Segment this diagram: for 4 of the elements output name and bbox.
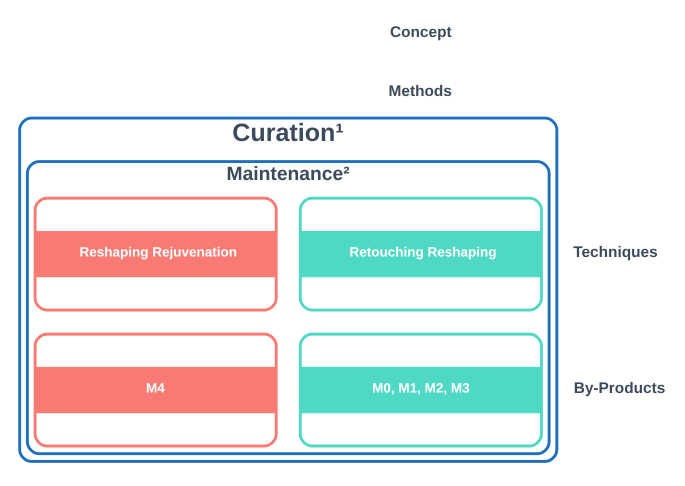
label: By-Products [574, 380, 666, 397]
label: Techniques [573, 244, 658, 261]
label: Methods [388, 82, 452, 100]
label: Concept [390, 24, 452, 41]
